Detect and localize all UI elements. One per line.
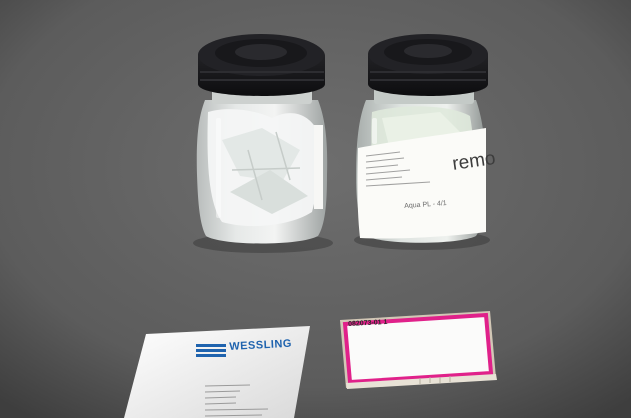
wessling-logo (196, 344, 226, 357)
sample-sticker (340, 311, 497, 389)
jar-right-label (357, 128, 486, 239)
jar-left (196, 34, 328, 244)
sticker-pink-border (342, 312, 494, 385)
wessling-card (124, 326, 310, 418)
jar-right (356, 34, 488, 243)
